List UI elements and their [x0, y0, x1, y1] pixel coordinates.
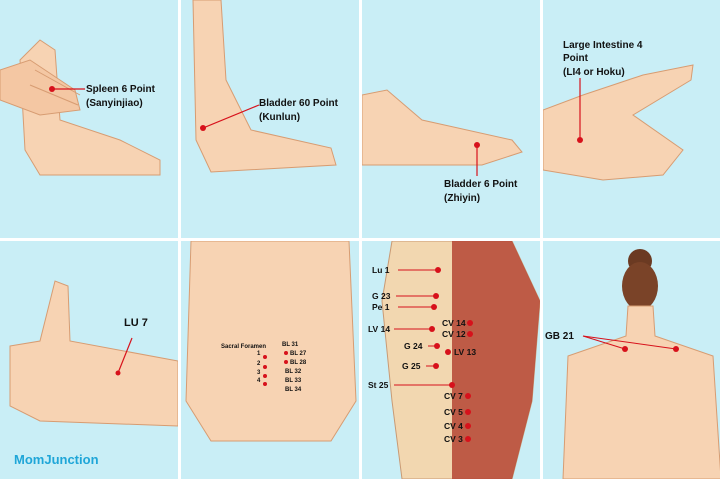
li4-label-line1: Large Intestine 4: [563, 40, 643, 51]
torso-label-g25: G 25: [402, 361, 421, 371]
li4-label-line2: Point: [563, 53, 588, 64]
bladder6-label-line1: Bladder 6 Point: [444, 179, 518, 190]
torso-label-pe1: Pe 1: [372, 302, 390, 312]
torso-label-cv5: CV 5: [444, 407, 463, 417]
logo-suffix: Junction: [44, 452, 99, 467]
panel-lu7: LU 7: [0, 241, 178, 479]
torso-label-g23: G 23: [372, 291, 391, 301]
panel-spleen-6: Spleen 6 Point (Sanyinjiao): [0, 0, 178, 238]
panel-gb21: GB 21: [543, 241, 720, 479]
hand-illustration: [543, 64, 694, 181]
sacral-number-4: 4: [257, 378, 261, 384]
sacral-number-2: 2: [257, 361, 261, 367]
torso-label-cv12: CV 12: [442, 329, 466, 339]
spleen-label-line1: Spleen 6 Point: [86, 84, 155, 95]
sacral-number-3: 3: [257, 370, 261, 376]
panel-bladder-60: Bladder 60 Point (Kunlun): [181, 0, 359, 238]
torso-label-lv13: LV 13: [454, 347, 477, 357]
sacral-point-bl32: BL 32: [285, 369, 302, 375]
torso-label-st25: St 25: [368, 380, 389, 390]
sacral-title: Sacral Foramen: [221, 344, 267, 350]
bladder60-label-line2: (Kunlun): [259, 112, 301, 123]
momjunction-logo: MomJunction: [14, 452, 99, 467]
torso-label-lu1: Lu 1: [372, 265, 390, 275]
torso-label-cv14: CV 14: [442, 318, 466, 328]
panel-li4: Large Intestine 4 Point (LI4 or Hoku): [543, 0, 720, 238]
spleen-label-line2: (Sanyinjiao): [86, 98, 143, 109]
torso-label-lv14: LV 14: [368, 324, 391, 334]
sacral-point-bl34: BL 34: [285, 387, 302, 393]
panel-torso: Lu 1 G 23 Pe 1 LV 14 G 24 G 25 St 25 CV …: [362, 241, 540, 479]
sacral-point-bl28: BL 28: [290, 360, 307, 366]
bladder6-label-line2: (Zhiyin): [444, 193, 481, 204]
thumbs-up-illustration: [9, 280, 178, 427]
gb21-label: GB 21: [545, 331, 574, 342]
logo-prefix: Mom: [14, 452, 45, 467]
torso-label-cv3: CV 3: [444, 434, 463, 444]
panel-bladder-6: Bladder 6 Point (Zhiyin): [362, 0, 540, 238]
lu7-label: LU 7: [124, 317, 148, 329]
foot-hand-illustration: [0, 39, 161, 176]
neck-shoulder-illustration: [562, 249, 720, 479]
sacral-number-1: 1: [257, 351, 261, 357]
panel-sacral: Sacral Foramen 1 2 3 4 BL 31 BL 27 BL 28…: [181, 241, 359, 479]
torso-label-g24: G 24: [404, 341, 423, 351]
torso-label-cv7: CV 7: [444, 391, 463, 401]
torso-label-cv4: CV 4: [444, 421, 463, 431]
back-illustration: [185, 241, 357, 442]
torso-illustration: [381, 241, 540, 479]
bladder60-label-line1: Bladder 60 Point: [259, 98, 338, 109]
sacral-point-bl31: BL 31: [282, 342, 299, 348]
li4-label-line3: (LI4 or Hoku): [563, 67, 625, 78]
foot-illustration-2: [362, 89, 523, 176]
sacral-point-bl33: BL 33: [285, 378, 302, 384]
foot-illustration: [192, 0, 337, 173]
sacral-point-bl27: BL 27: [290, 351, 307, 357]
